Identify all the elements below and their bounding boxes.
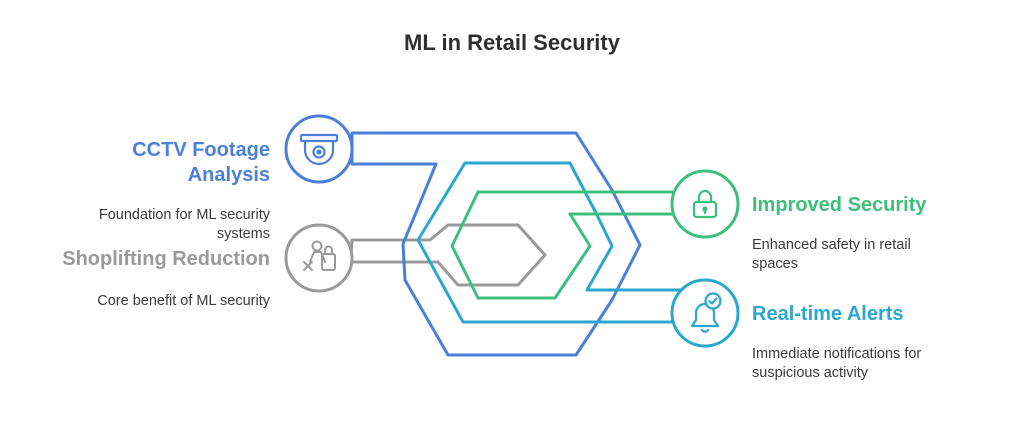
- alerts-flow-band: [416, 161, 684, 324]
- cctv-title-line2: Analysis: [187, 164, 270, 186]
- shoplifting-node-circle: [284, 223, 354, 293]
- alerts-title: Real-time Alerts: [752, 303, 904, 325]
- cctv-node-circle: [284, 114, 354, 184]
- cctv-description: Foundation for ML security systems: [40, 206, 270, 244]
- security-title: Improved Security: [752, 194, 927, 216]
- cctv-title: CCTV Footage Analysis: [60, 138, 270, 188]
- cctv-desc-line1: Foundation for ML security: [98, 207, 270, 223]
- cctv-desc-line2: systems: [216, 226, 270, 242]
- alerts-description: Immediate notifications for suspicious a…: [752, 345, 992, 383]
- shoplifting-description: Core benefit of ML security: [97, 293, 270, 309]
- cctv-camera-icon: [299, 133, 339, 166]
- security-flow-band: [450, 190, 684, 300]
- cctv-flow-band: [350, 131, 642, 357]
- bell-check-icon: [690, 292, 722, 333]
- security-description: Enhanced safety in retail spaces: [752, 236, 992, 274]
- cctv-title-line1: CCTV Footage: [132, 139, 270, 161]
- alerts-desc-line1: Immediate notifications for: [752, 346, 922, 362]
- shoplifting-flow-band: [346, 223, 547, 287]
- shoplifting-title: Shoplifting Reduction: [62, 248, 270, 270]
- alerts-node-circle: [670, 278, 740, 348]
- page-title: ML in Retail Security: [404, 30, 620, 55]
- security-desc-line1: Enhanced safety in retail: [752, 237, 911, 253]
- security-node-circle: [670, 169, 740, 239]
- shoplifting-icon: [303, 240, 336, 271]
- alerts-desc-line2: suspicious activity: [752, 365, 869, 381]
- lock-icon: [692, 189, 718, 219]
- security-desc-line2: spaces: [752, 256, 798, 272]
